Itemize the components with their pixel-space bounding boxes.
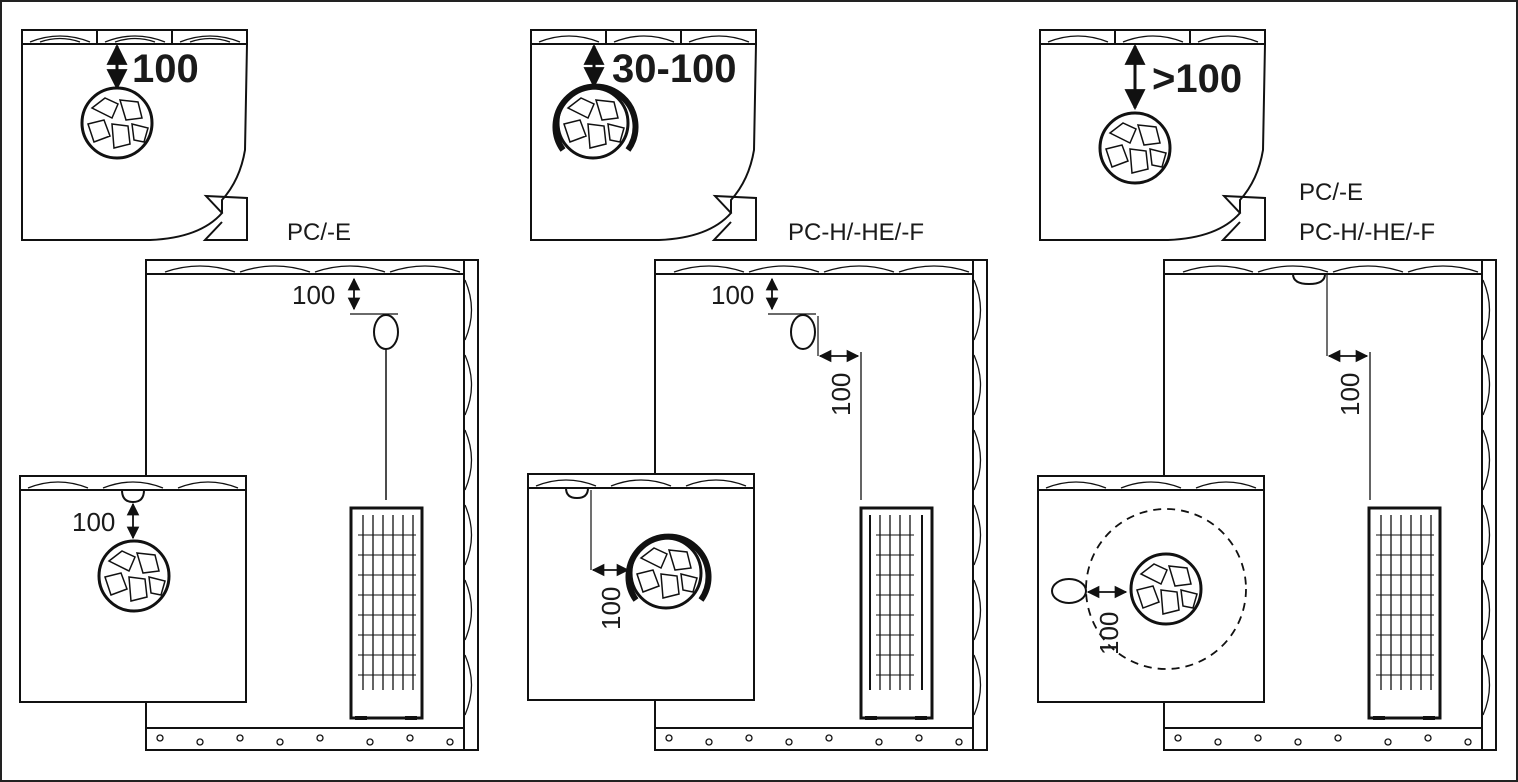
wall-boards-right <box>1481 259 1497 751</box>
sensor-icon-inset <box>1051 578 1087 604</box>
door-swing-outline <box>21 43 248 241</box>
sensor-icon <box>373 314 399 350</box>
dim-inset-bottom: 100 <box>1094 612 1124 655</box>
clearance-label-top: 100 <box>132 47 199 91</box>
model-label: PC-H/-HE/-F <box>788 219 924 246</box>
panel-2: 30-100 PC-H/-HE/-F 100 <box>527 29 988 751</box>
dim-inset-bottom: 100 <box>596 587 626 630</box>
sensor-icon-inset <box>564 487 590 500</box>
safety-zone-circle <box>1085 508 1247 670</box>
ceiling-boards <box>145 259 465 275</box>
model-label: PC/-E <box>287 219 351 246</box>
door-swing-outline <box>530 43 757 241</box>
ceiling-boards <box>654 259 974 275</box>
bottom-inset-ceiling <box>527 473 755 489</box>
door-swing-outline <box>1039 43 1266 241</box>
sensor-icon-inset <box>120 489 146 504</box>
sensor-icon <box>1291 273 1327 286</box>
heater-unit <box>349 506 424 720</box>
dim-horizontal: 100 <box>1335 373 1365 416</box>
wall-boards-right <box>463 259 479 751</box>
dim-horizontal: 100 <box>826 373 856 416</box>
model-label: PC-H/-HE/-F <box>1299 219 1435 246</box>
panel-3: >100 PC/-E PC-H/-HE/-F <box>1037 29 1497 751</box>
dim-ceiling-gap: 100 <box>711 280 754 310</box>
heater-unit <box>859 506 934 720</box>
floor-gravel <box>654 727 974 751</box>
stone-heater-icon <box>1129 552 1203 626</box>
ceiling-boards <box>1163 259 1483 275</box>
sensor-icon <box>790 314 816 350</box>
stone-heater-icon <box>1098 111 1172 185</box>
model-label: PC/-E <box>1299 179 1363 206</box>
floor-gravel <box>145 727 465 751</box>
stone-heater-icon <box>552 83 639 160</box>
bottom-inset-ceiling <box>19 475 247 491</box>
stone-heater-icon <box>625 533 712 610</box>
ceiling-strip-top <box>1039 29 1266 45</box>
heater-unit <box>1367 506 1442 720</box>
floor-gravel <box>1163 727 1483 751</box>
panel-1: 100 PC/-E 100 <box>19 29 479 751</box>
stone-heater-icon <box>80 86 154 160</box>
dim-inset-bottom: 100 <box>72 507 115 537</box>
clearance-label-top: 30-100 <box>612 47 737 91</box>
bottom-inset-ceiling <box>1037 475 1265 491</box>
stone-heater-icon <box>97 539 171 613</box>
dim-ceiling-gap: 100 <box>292 280 335 310</box>
clearance-label-top: >100 <box>1152 57 1242 101</box>
wall-boards-right <box>972 259 988 751</box>
ceiling-strip-top <box>21 29 248 45</box>
ceiling-strip-top <box>530 29 757 45</box>
